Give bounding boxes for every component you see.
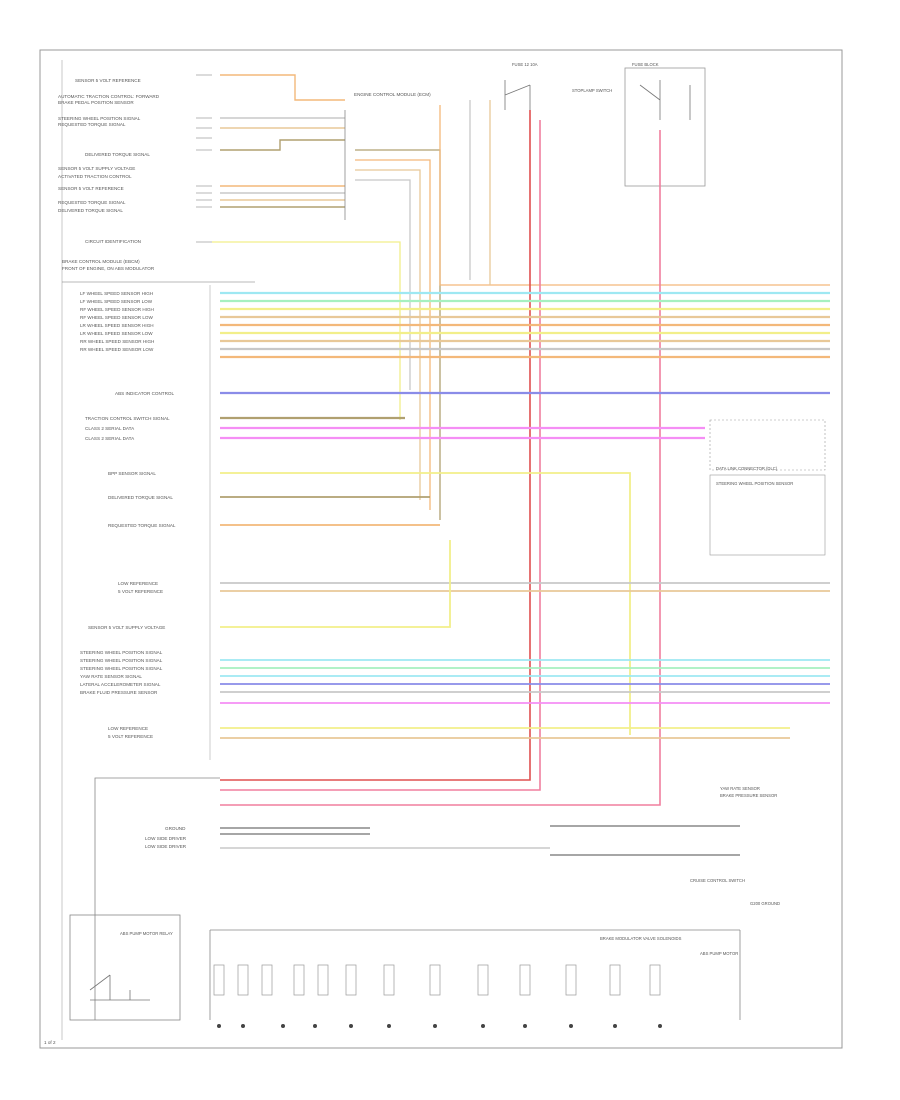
mid-label-8: STEERING WHEEL POSITION SIGNAL [80, 658, 163, 663]
top-label-4: STEERING WHEEL POSITION SIGNAL [58, 116, 141, 121]
ecm-label: ENGINE CONTROL MODULE (ECM) [354, 92, 431, 97]
mid-label-7: STEERING WHEEL POSITION SIGNAL [80, 650, 163, 655]
mid-label-12: BRAKE FLUID PRESSURE SENSOR [80, 690, 158, 695]
mid-label-6: SENSOR 5 VOLT SUPPLY VOLTAGE [88, 625, 165, 630]
steering-sensor-label: STEERING WHEEL POSITION SENSOR [716, 481, 793, 486]
top-label-5: REQUESTED TORQUE SIGNAL [58, 122, 126, 127]
diagram-frame [39, 49, 843, 1049]
top-label-12: CIRCUIT IDENTIFICATION [85, 239, 141, 244]
right-label-cruise: CRUISE CONTROL SWITCH [690, 878, 745, 883]
mid-label-1: BPP SENSOR SIGNAL [108, 471, 156, 476]
wheel-speed-buses [220, 291, 830, 395]
speed-label-3: RF WHEEL SPEED SENSOR HIGH [80, 307, 154, 312]
bottom-label-1: GROUND [165, 826, 186, 831]
mid-label-2: DELIVERED TORQUE SIGNAL [108, 495, 173, 500]
relay-switch [89, 974, 150, 1001]
top-label-11: DELIVERED TORQUE SIGNAL [58, 208, 123, 213]
mid-label-5: 5 VOLT REFERENCE [118, 589, 163, 594]
top-label-10: REQUESTED TORQUE SIGNAL [58, 200, 126, 205]
top-wire-group [220, 74, 345, 208]
mid-label-11: LATERAL ACCELEROMETER SIGNAL [80, 682, 161, 687]
mid-label-13: LOW REFERENCE [108, 726, 148, 731]
fuse-block-switch [639, 80, 691, 120]
speed-label-8: RR WHEEL SPEED SENSOR LOW [80, 347, 154, 352]
bottom-label-2: LOW SIDE DRIVER [145, 836, 187, 841]
dlc-label: DATA LINK CONNECTOR (DLC) [716, 466, 778, 471]
stoplamp-switch [504, 80, 531, 130]
right-label-brake: BRAKE PRESSURE SENSOR [720, 793, 777, 798]
mid-label-3: REQUESTED TORQUE SIGNAL [108, 523, 176, 528]
top-label-9: SENSOR 5 VOLT REFERENCE [58, 186, 124, 191]
lower-wire-group [94, 777, 740, 1020]
right-label-ground: G200 GROUND [750, 901, 780, 906]
solenoid-row [209, 929, 741, 1020]
page-label: 1 of 2 [44, 1040, 56, 1045]
speed-label-9: ABS INDICATOR CONTROL [115, 391, 174, 396]
speed-label-4: RF WHEEL SPEED SENSOR LOW [80, 315, 153, 320]
right-label-yaw: YAW RATE SENSOR [720, 786, 760, 791]
serial-data-lines [220, 416, 705, 440]
top-label-7: SENSOR 5 VOLT SUPPLY VOLTAGE [58, 166, 135, 171]
speed-label-6: LR WHEEL SPEED SENSOR LOW [80, 331, 153, 336]
stoplamp-label: STOPLAMP SWITCH [572, 88, 612, 93]
top-label-3: BRAKE PEDAL POSITION SENSOR [58, 100, 134, 105]
fuse-block-label: FUSE BLOCK [632, 62, 659, 67]
top-label-1: SENSOR 5 VOLT REFERENCE [75, 78, 141, 83]
data-label-2: CLASS 2 SERIAL DATA [85, 426, 135, 431]
pump-label: ABS PUMP MOTOR [700, 951, 738, 956]
top-label-6: DELIVERED TORQUE SIGNAL [85, 152, 150, 157]
top-label-2: AUTOMATIC TRACTION CONTROL: FORWARD [58, 94, 160, 99]
fuse-label: FUSE 12 10A [512, 62, 538, 67]
top-pins [196, 74, 212, 243]
module-header-line-2: FRONT OF ENGINE, ON ABS MODULATOR [62, 266, 155, 271]
mid-wire-group [220, 472, 830, 739]
mid-label-9: STEERING WHEEL POSITION SIGNAL [80, 666, 163, 671]
relay-label: ABS PUMP MOTOR RELAY [120, 931, 173, 936]
speed-label-1: LF WHEEL SPEED SENSOR HIGH [80, 291, 153, 296]
data-label-3: CLASS 2 SERIAL DATA [85, 436, 135, 441]
mid-label-4: LOW REFERENCE [118, 581, 158, 586]
fuse-block-box [624, 67, 706, 187]
bottom-label-3: LOW SIDE DRIVER [145, 844, 187, 849]
speed-label-7: RR WHEEL SPEED SENSOR HIGH [80, 339, 154, 344]
top-label-8: ACTIVATED TRACTION CONTROL [58, 174, 132, 179]
ground-dots [217, 1024, 662, 1028]
solenoid-label: BRAKE MODULATOR VALVE SOLENOIDS [600, 936, 682, 941]
mid-label-10: YAW RATE SENSOR SIGNAL [80, 674, 142, 679]
steering-sensor-box [709, 474, 826, 556]
mid-label-14: 5 VOLT REFERENCE [108, 734, 153, 739]
data-label-1: TRACTION CONTROL SWITCH SIGNAL [85, 416, 170, 421]
solenoid-coils [213, 964, 661, 996]
relay-box [69, 914, 181, 1021]
dlc-box [709, 419, 826, 471]
speed-label-2: LF WHEEL SPEED SENSOR LOW [80, 299, 153, 304]
speed-label-5: LR WHEEL SPEED SENSOR HIGH [80, 323, 154, 328]
module-header-line-1: BRAKE CONTROL MODULE (EBCM) [62, 259, 140, 264]
